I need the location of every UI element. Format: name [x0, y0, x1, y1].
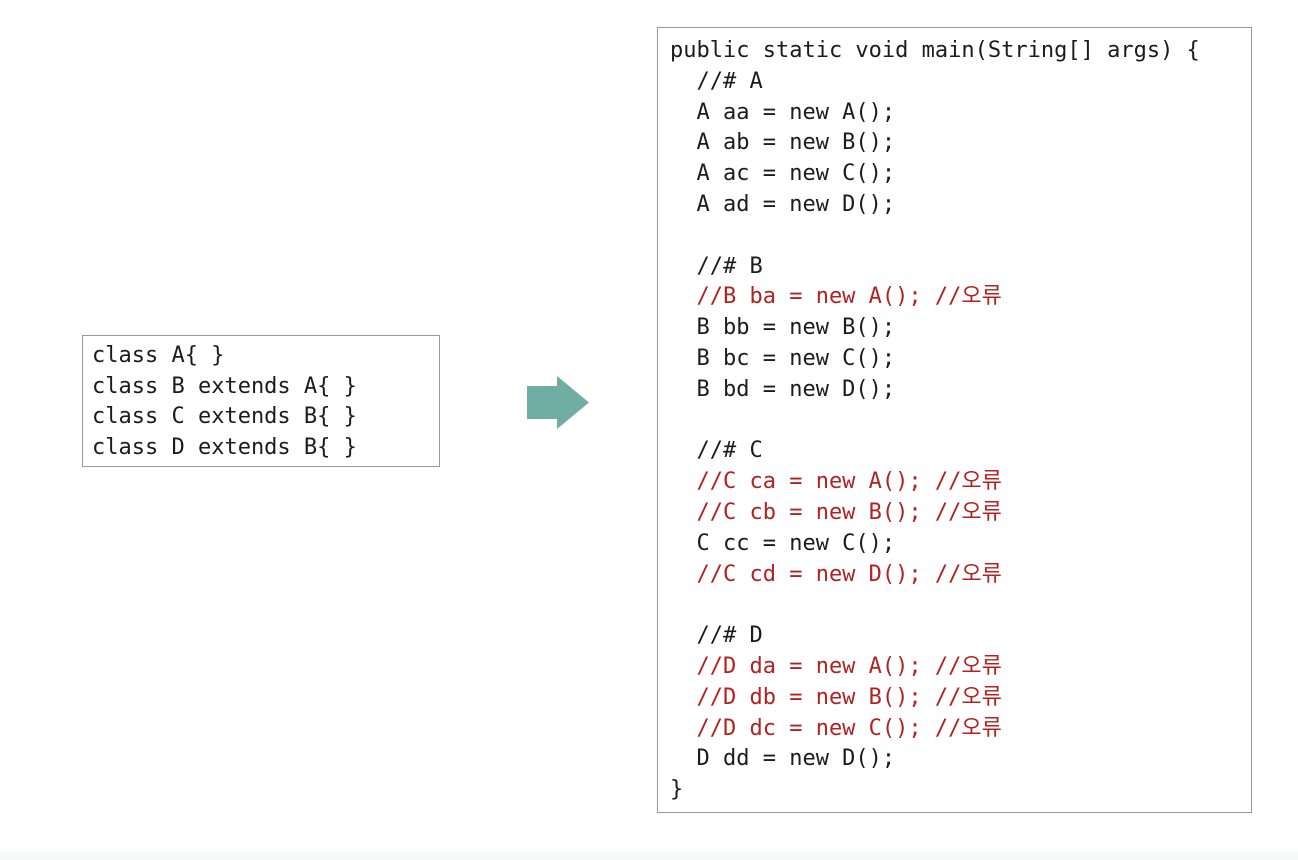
code-line: B bd = new D();	[670, 376, 896, 402]
code-line: class C extends B{ }	[92, 404, 357, 429]
right-block-arrow-icon	[527, 376, 589, 429]
code-line: A ac = new C();	[670, 161, 896, 187]
code-line: public static void main(String[] args) {	[670, 38, 1200, 63]
code-line: //# C	[670, 438, 763, 464]
code-line: //# A	[670, 68, 763, 94]
code-line: A ab = new B();	[670, 130, 896, 156]
code-line-error: //D da = new A(); //오류	[670, 653, 1002, 679]
code-line-error: //C cd = new D(); //오류	[670, 561, 1002, 587]
code-line: B bb = new B();	[670, 315, 896, 341]
code-line	[670, 221, 1241, 252]
code-line: D dd = new D();	[670, 746, 896, 772]
code-line-error: //C cb = new B(); //오류	[670, 499, 1002, 525]
code-line: C cc = new C();	[670, 530, 896, 556]
code-line: class A{ }	[92, 343, 225, 368]
code-line-error: //D db = new B(); //오류	[670, 684, 1002, 710]
code-line: //# D	[670, 623, 763, 649]
code-line: class B extends A{ }	[92, 373, 357, 399]
code-line: //# B	[670, 253, 763, 279]
code-line: A ad = new D();	[670, 191, 896, 217]
code-line	[670, 590, 1241, 621]
footer-strip	[0, 852, 1298, 860]
code-line-error: //B ba = new A(); //오류	[670, 284, 1002, 310]
code-line-error: //D dc = new C(); //오류	[670, 715, 1002, 741]
code-line: class D extends B{ }	[92, 434, 357, 460]
code-line: B bc = new C();	[670, 345, 896, 371]
code-line	[670, 406, 1241, 437]
main-method-code-box: public static void main(String[] args) {…	[657, 27, 1252, 813]
code-line: A aa = new A();	[670, 99, 896, 125]
code-line: }	[670, 777, 684, 803]
code-line-error: //C ca = new A(); //오류	[670, 469, 1002, 495]
class-definitions-code-box: class A{ } class B extends A{ } class C ex…	[82, 335, 440, 467]
